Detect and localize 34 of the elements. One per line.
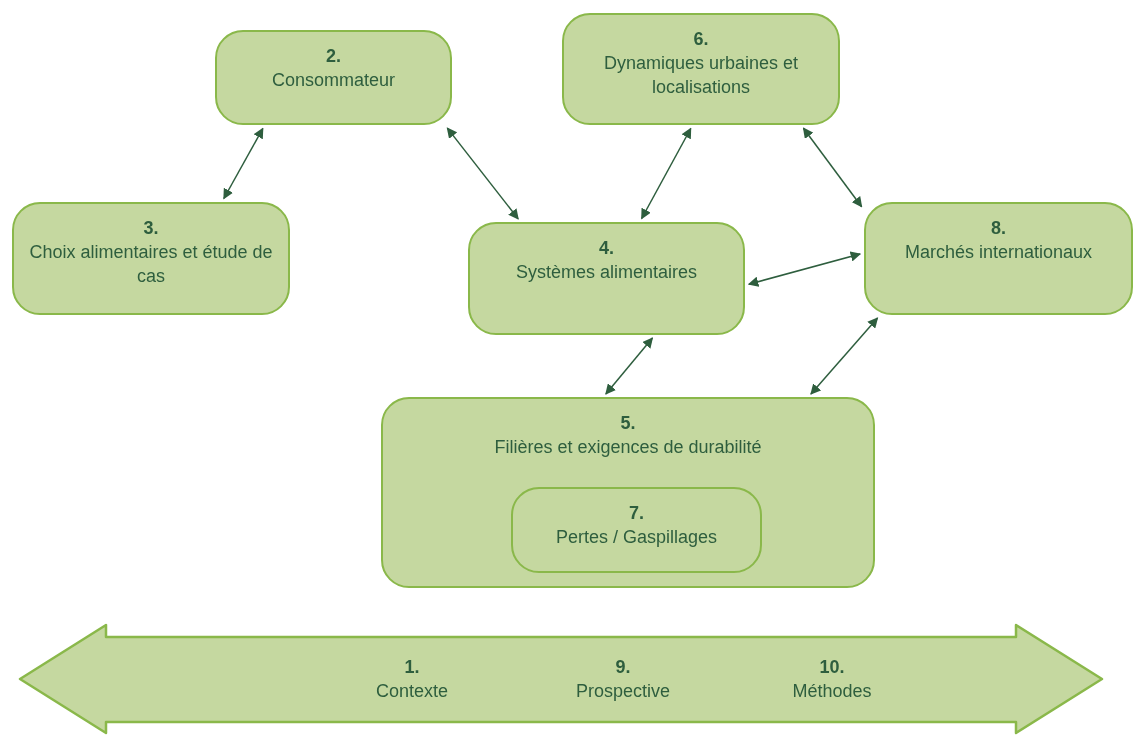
rounded-box — [468, 222, 745, 335]
double-arrow — [223, 127, 264, 200]
rounded-box — [381, 397, 875, 588]
rounded-box — [12, 202, 290, 315]
double-arrow — [802, 127, 863, 208]
rounded-box — [215, 30, 452, 125]
band-number: 9. — [615, 656, 631, 679]
box-title: Consommateur — [270, 69, 396, 92]
rounded-box — [864, 202, 1133, 315]
double-arrow — [446, 127, 519, 220]
rounded-box — [562, 13, 840, 125]
box-number: 6. — [693, 28, 709, 51]
band-number: 1. — [404, 656, 420, 679]
band-label: Méthodes — [792, 680, 872, 703]
box-title: Dynamiques urbaines et localisations — [602, 52, 800, 99]
box-title: Marchés internationaux — [903, 241, 1094, 264]
band-label: Prospective — [576, 680, 670, 703]
box-title: Filières et exigences de durabilité — [493, 436, 763, 459]
band-label: Contexte — [376, 680, 448, 703]
box-number: 3. — [143, 217, 159, 240]
rounded-box — [511, 487, 762, 573]
band-number: 10. — [819, 656, 845, 679]
box-number: 5. — [620, 412, 636, 435]
box-number: 2. — [326, 45, 341, 68]
box-number: 8. — [991, 217, 1006, 240]
double-arrow — [810, 317, 879, 395]
box-number: 7. — [629, 502, 644, 525]
box-title: Pertes / Gaspillages — [554, 526, 719, 549]
double-arrow — [605, 337, 654, 395]
double-arrow — [640, 127, 692, 220]
box-title: Choix alimentaires et étude de cas — [28, 241, 274, 288]
box-number: 4. — [599, 237, 614, 260]
box-title: Systèmes alimentaires — [514, 261, 699, 284]
double-arrow — [747, 251, 862, 287]
